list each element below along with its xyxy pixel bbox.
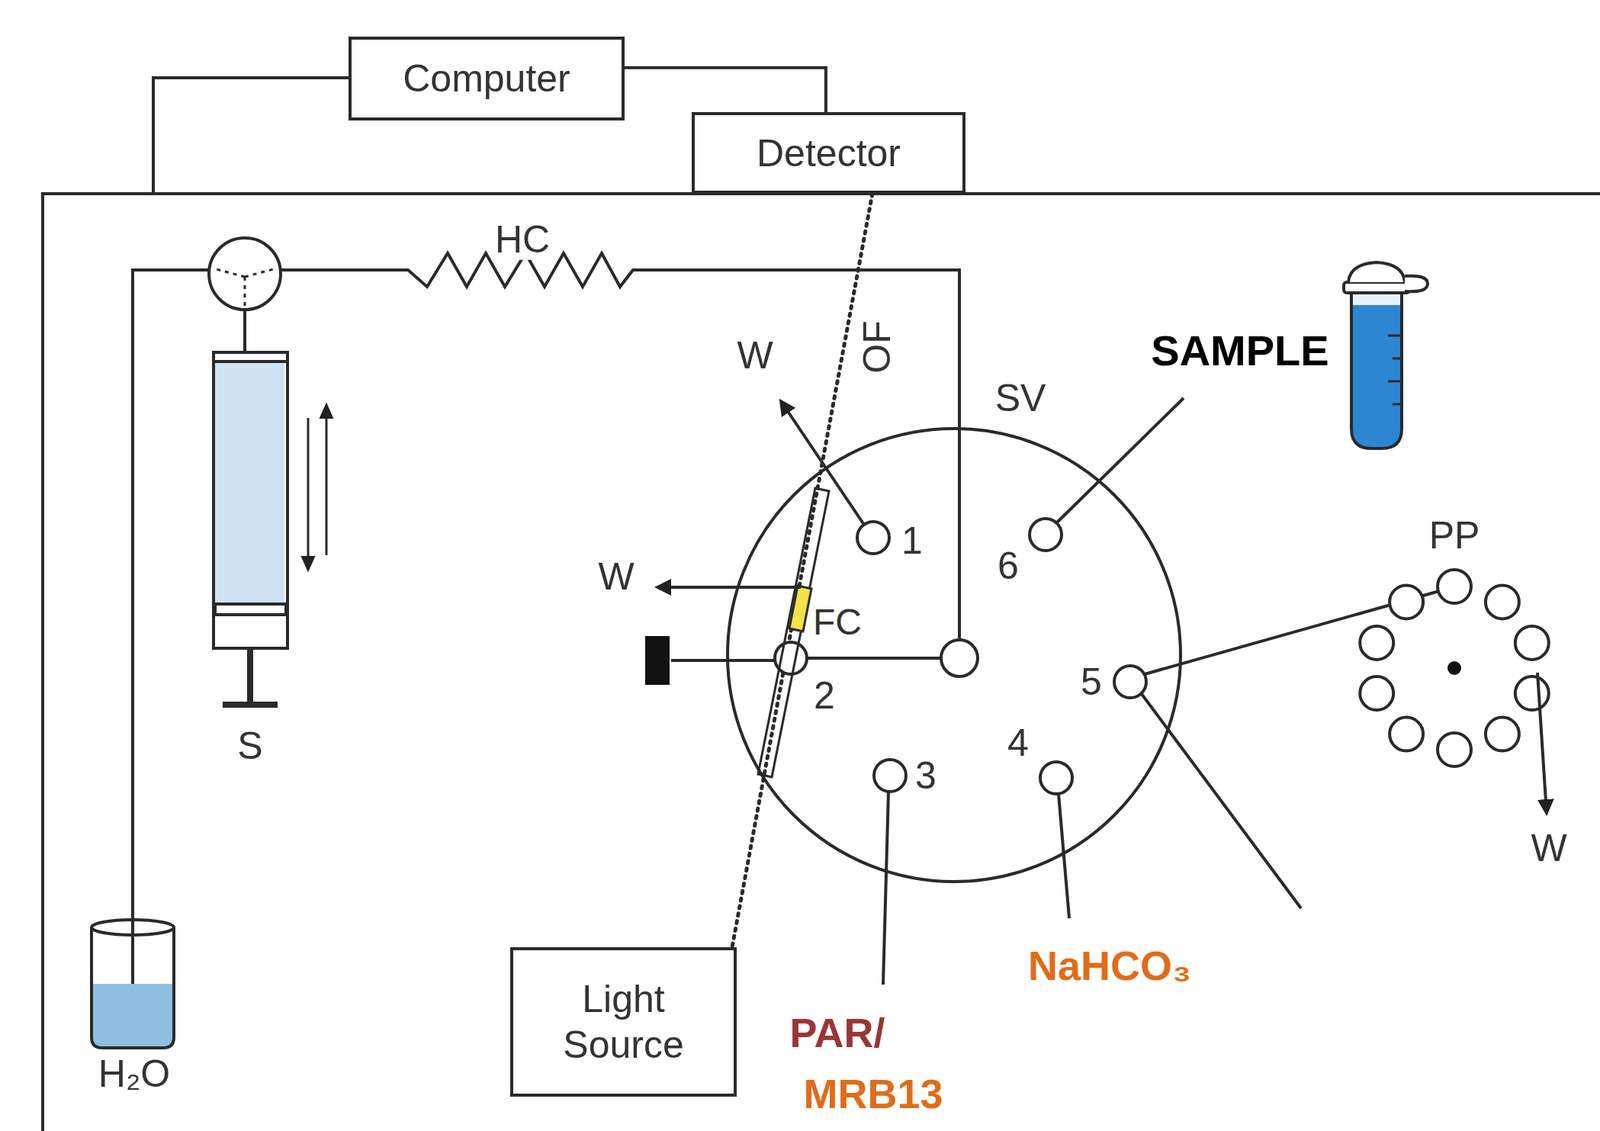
multiposition-valve <box>727 428 1181 882</box>
valve-channels <box>213 268 277 309</box>
holding-coil <box>280 253 960 640</box>
flow-cell-window <box>789 585 812 632</box>
component-label: SV <box>992 378 1049 419</box>
syringe-barrel <box>213 352 288 649</box>
port <box>1040 761 1073 794</box>
port <box>857 521 890 554</box>
node-text: Detector <box>756 130 901 177</box>
component-label: HC <box>492 219 553 261</box>
node-text: Computer <box>402 55 571 102</box>
component-label: PP <box>1426 515 1483 556</box>
water-tube <box>132 269 209 1019</box>
syringe-top <box>213 359 288 364</box>
reagent-line <box>883 791 889 985</box>
syringe-liquid <box>215 361 285 603</box>
port-number: 2 <box>811 675 838 717</box>
pump-roller <box>1437 732 1472 767</box>
waste-line <box>780 401 865 525</box>
data-wire <box>153 77 349 194</box>
carrier-line <box>1141 693 1302 909</box>
motion-arrows <box>308 417 327 557</box>
syringe-plunger <box>215 604 286 615</box>
reagent-label: NaHCO₃ <box>1025 944 1194 988</box>
waste-line <box>657 585 801 589</box>
beaker-rim <box>91 919 174 935</box>
instrument-frame <box>42 193 1600 1131</box>
beaker <box>91 927 174 1048</box>
pump-roller <box>1437 569 1472 604</box>
peristaltic-pump <box>1359 569 1549 767</box>
pump-roller <box>1359 626 1394 660</box>
detector-box: Detector <box>691 112 966 194</box>
port <box>873 759 907 792</box>
port-number: 1 <box>899 520 926 562</box>
pump-roller <box>1485 717 1520 752</box>
port-channel <box>806 656 942 660</box>
reagent-line <box>1058 793 1070 919</box>
pump-roller <box>1515 676 1549 711</box>
selection-valve-3way <box>208 237 281 310</box>
pump-roller <box>1389 717 1424 752</box>
pump-roller <box>1359 676 1394 711</box>
plug <box>645 636 670 685</box>
waste-label: W <box>1528 828 1569 869</box>
data-wire <box>624 67 826 113</box>
port-number: 3 <box>912 755 939 797</box>
node-text: Light Source <box>532 976 716 1068</box>
pump-hub <box>1447 661 1462 675</box>
component-label: OF <box>857 318 898 376</box>
component-label: FC <box>810 603 865 642</box>
pump-roller <box>1515 626 1549 660</box>
plunger-rod <box>222 648 278 705</box>
port-number: 6 <box>995 546 1022 587</box>
central-port <box>941 639 978 677</box>
reagent-label: H₂O <box>96 1053 173 1095</box>
sample-line <box>1056 398 1184 524</box>
pump-waste-line <box>1537 672 1547 813</box>
component-label: S <box>234 726 265 767</box>
pump-roller <box>1485 584 1520 619</box>
port <box>1114 665 1147 698</box>
water-fill <box>93 983 173 1047</box>
reagent-label: MRB13 <box>800 1072 945 1116</box>
plug-line <box>671 658 775 662</box>
light-source-box: Light Source <box>510 947 737 1097</box>
sample-tube <box>1343 262 1428 449</box>
port-number: 4 <box>1005 722 1032 764</box>
optical-fiber <box>732 193 873 948</box>
waste-label: W <box>734 335 775 376</box>
port-number: 5 <box>1078 661 1105 703</box>
computer-box: Computer <box>348 36 625 121</box>
waste-label: W <box>595 556 637 598</box>
syringe-tube <box>243 309 247 353</box>
pump-roller <box>1389 584 1424 619</box>
reagent-label: PAR/ <box>787 1011 887 1055</box>
arrow-heads <box>302 404 333 571</box>
sample-label: SAMPLE <box>1148 328 1331 374</box>
